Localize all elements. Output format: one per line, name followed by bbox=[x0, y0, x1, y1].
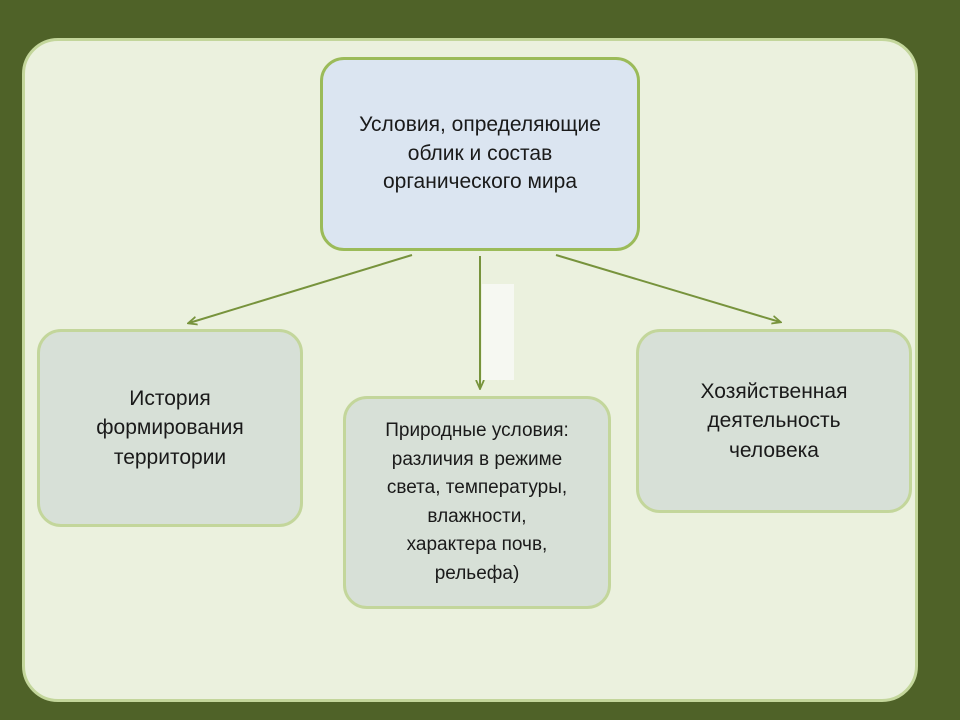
middle-box-natural-conditions: Природные условия: различия в режиме све… bbox=[343, 396, 611, 609]
arrow-to-right-box bbox=[555, 254, 780, 322]
arrow-to-left-box bbox=[189, 254, 413, 323]
top-box-conditions: Условия, определяющие облик и состав орг… bbox=[320, 57, 640, 251]
right-box-human-activity: Хозяйственная деятельность человека bbox=[636, 329, 912, 513]
left-box-history: История формирования территории bbox=[37, 329, 303, 527]
blank-rectangle bbox=[482, 284, 514, 380]
